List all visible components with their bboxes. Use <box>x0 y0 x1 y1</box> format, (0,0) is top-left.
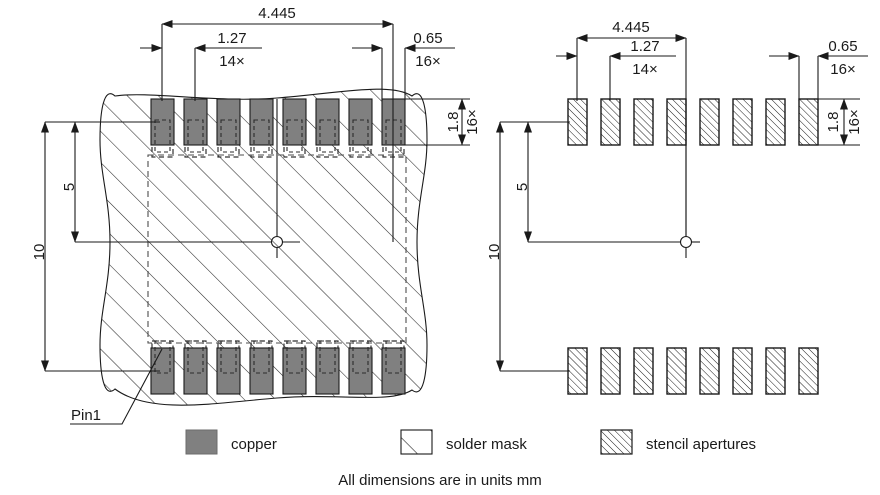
copper-pad <box>282 347 307 395</box>
copper-pad <box>315 98 340 146</box>
legend: copper solder mask stencil apertures <box>185 429 756 455</box>
mask-opening-inner <box>154 340 171 374</box>
copper-pad <box>249 347 274 395</box>
stencil-aperture <box>600 347 621 395</box>
mask-opening-inner <box>253 340 270 374</box>
copper-swatch <box>185 429 218 455</box>
right-dim-half-height-text: 5 <box>514 183 531 191</box>
copper-pad <box>348 347 373 395</box>
left-pad-height-dimension <box>405 98 470 146</box>
mask-opening-inner <box>319 340 336 374</box>
right-dim-pad-height-count: 16× <box>846 109 863 134</box>
stencil-aperture <box>633 347 654 395</box>
left-dim-full-height-text: 10 <box>31 244 48 261</box>
top-mask-openings-overlay <box>154 119 402 153</box>
legend-label-solder-mask: solder mask <box>446 436 527 453</box>
units-note: All dimensions are in units mm <box>338 472 541 489</box>
mask-opening-inner <box>319 119 336 153</box>
stencil-aperture <box>798 347 819 395</box>
stencil-aperture <box>798 98 819 146</box>
left-dim-pitch-count: 14× <box>219 53 244 70</box>
right-view: 10 5 4.445 1.27 14× 0.65 16× <box>486 19 868 395</box>
mask-opening-inner <box>385 340 402 374</box>
mask-opening-inner <box>220 340 237 374</box>
right-dim-pad-width-text: 0.65 <box>828 38 857 55</box>
mask-opening-inner <box>154 119 171 153</box>
copper-pad <box>249 98 274 146</box>
stencil-aperture <box>567 347 588 395</box>
legend-item-solder-mask: solder mask <box>400 429 527 455</box>
left-datum-crosshair <box>215 99 300 258</box>
left-dim-pad-width-count: 16× <box>415 53 440 70</box>
pin1-leader: Pin1 <box>70 348 163 425</box>
left-dim-pad-height-text: 1.8 <box>445 112 462 133</box>
solder-mask-swatch <box>400 429 433 455</box>
stencil-aperture-swatch <box>600 429 633 455</box>
right-pad-height-dimension <box>818 98 860 146</box>
mask-opening-inner <box>187 119 204 153</box>
right-pad-width-dimension <box>769 52 868 101</box>
right-dim-pitch-count: 14× <box>632 61 657 78</box>
stencil-aperture <box>633 98 654 146</box>
left-dim-half-height-text: 5 <box>61 183 78 191</box>
stencil-aperture <box>666 98 687 146</box>
stencil-aperture <box>765 347 786 395</box>
legend-label-copper: copper <box>231 436 277 453</box>
copper-pad <box>216 347 241 395</box>
stencil-aperture <box>765 98 786 146</box>
solder-mask-outline <box>99 88 428 406</box>
component-body-dashed-rect <box>147 154 407 344</box>
mask-opening-inner <box>286 340 303 374</box>
left-dim-pad-height-count: 16× <box>464 109 481 134</box>
bottom-mask-openings-overlay <box>154 340 402 374</box>
stencil-aperture <box>732 98 753 146</box>
stencil-aperture <box>666 347 687 395</box>
right-dim-pitch-text: 1.27 <box>630 38 659 55</box>
legend-item-copper: copper <box>185 429 277 455</box>
solder-mask-body <box>99 88 428 406</box>
legend-item-stencil-apertures: stencil apertures <box>600 429 756 455</box>
mask-opening-inner <box>352 119 369 153</box>
left-dim-span-text: 4.445 <box>258 5 296 22</box>
copper-pad <box>381 347 406 395</box>
right-dim-pad-height-text: 1.8 <box>825 112 842 133</box>
mask-opening-inner <box>220 119 237 153</box>
mask-opening-inner <box>187 340 204 374</box>
right-dim-pad-width-count: 16× <box>830 61 855 78</box>
component-outline-dashed <box>147 154 407 344</box>
right-vertical-dimensions <box>496 121 630 372</box>
stencil-aperture <box>699 98 720 146</box>
legend-label-stencil-apertures: stencil apertures <box>646 436 756 453</box>
stencil-aperture <box>699 347 720 395</box>
stencil-aperture <box>567 98 588 146</box>
stencil-aperture <box>732 347 753 395</box>
right-top-dimensions <box>556 34 687 236</box>
pin1-label: Pin1 <box>71 407 101 424</box>
left-view: Pin1 10 5 4.445 1.27 <box>31 5 481 425</box>
copper-pad <box>216 98 241 146</box>
mask-opening-inner <box>352 340 369 374</box>
stencil-aperture <box>600 98 621 146</box>
copper-pad <box>183 347 208 395</box>
left-pad-width-dimension <box>352 44 455 101</box>
right-dim-full-height-text: 10 <box>486 244 503 261</box>
mask-opening-inner <box>286 119 303 153</box>
left-dim-pad-width-text: 0.65 <box>413 30 442 47</box>
right-dim-span-text: 4.445 <box>612 19 650 36</box>
copper-pad <box>315 347 340 395</box>
copper-pad <box>348 98 373 146</box>
left-top-dimensions <box>140 20 394 242</box>
mask-opening-inner <box>253 119 270 153</box>
left-dim-pitch-text: 1.27 <box>217 30 246 47</box>
copper-pad <box>282 98 307 146</box>
top-copper-pads <box>150 98 406 146</box>
right-top-aperture-row <box>567 98 819 146</box>
left-vertical-dimensions <box>41 121 215 372</box>
